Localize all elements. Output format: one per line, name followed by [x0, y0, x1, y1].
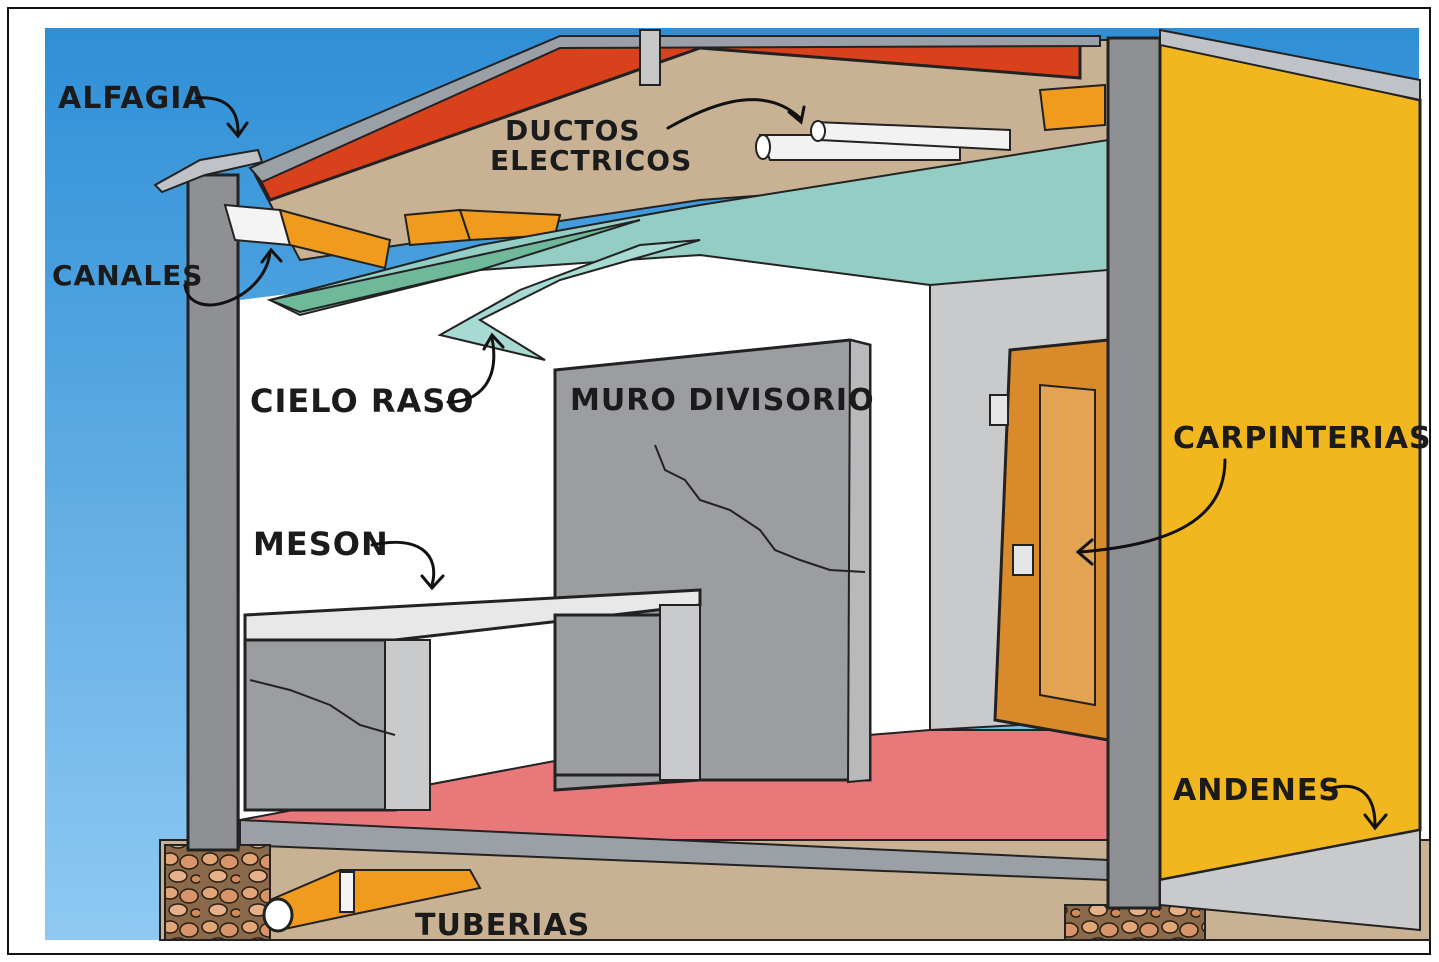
label-ductos-line1: DUCTOS — [505, 114, 641, 147]
label-alfagia: ALFAGIA — [58, 81, 207, 116]
label-muro-divisorio: MURO DIVISORIO — [570, 383, 875, 418]
label-cielo-raso: CIELO RASO — [250, 382, 475, 420]
label-canales: CANALES — [52, 259, 203, 292]
right-wall — [1108, 38, 1160, 908]
label-meson: MESON — [253, 525, 389, 563]
roof-post — [640, 30, 660, 85]
label-andenes: ANDENES — [1173, 773, 1341, 808]
label-ductos-line2: ELECTRICOS — [490, 144, 692, 177]
attic-beam — [1040, 85, 1105, 130]
label-carpinterias: CARPINTERIAS — [1173, 421, 1432, 456]
stone-foundation-left — [165, 845, 270, 940]
label-tuberias: TUBERIAS — [415, 908, 590, 943]
stone-foundation-right — [1065, 905, 1205, 940]
